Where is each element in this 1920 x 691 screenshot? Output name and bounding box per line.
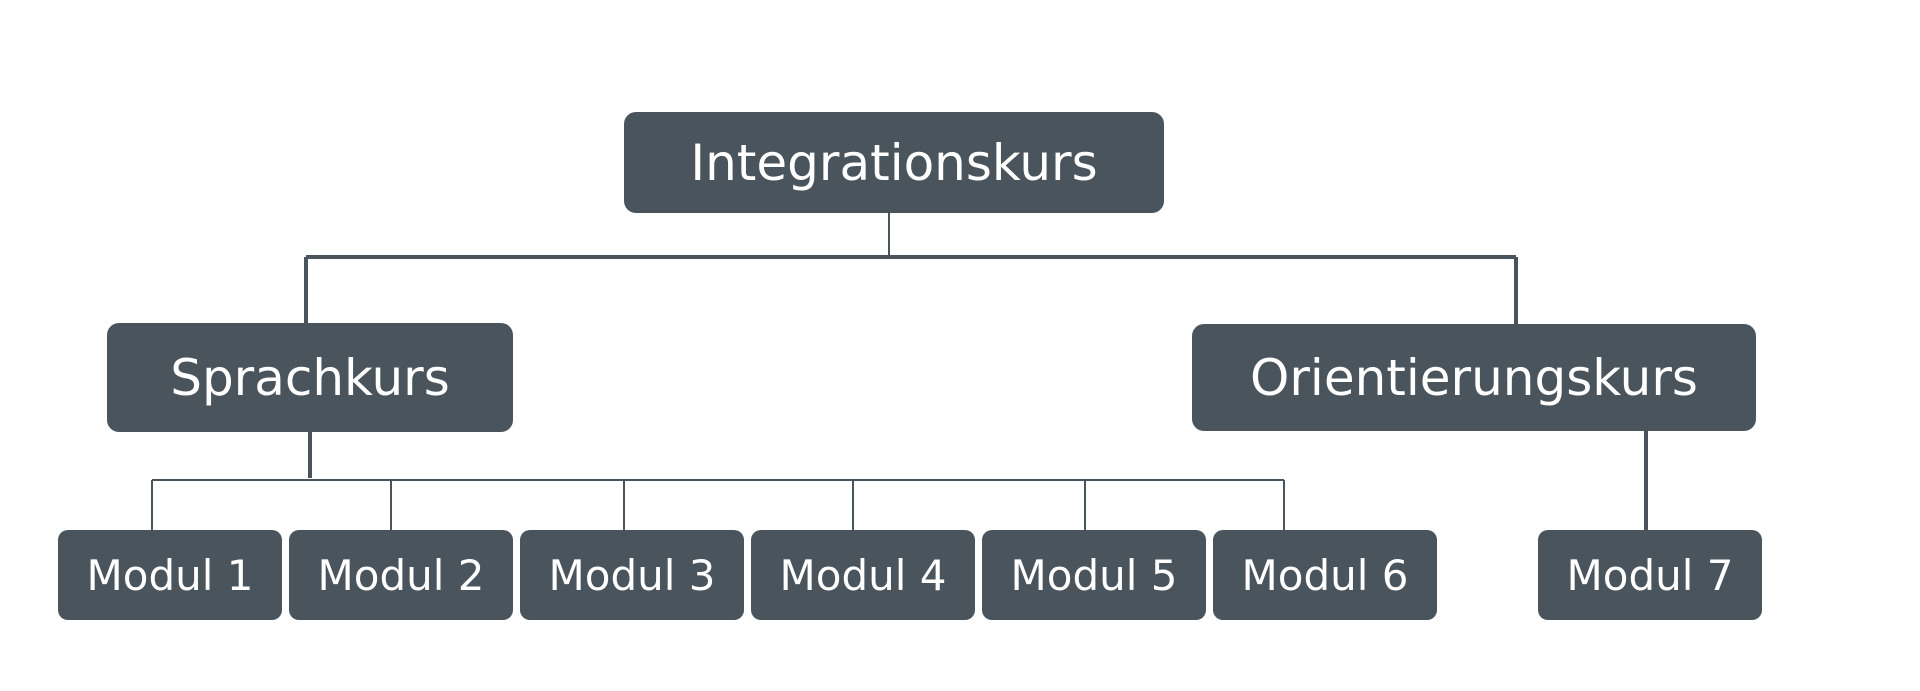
- node-modul-2: Modul 2: [289, 530, 513, 620]
- node-label: Modul 7: [1566, 550, 1734, 600]
- node-modul-6: Modul 6: [1213, 530, 1437, 620]
- node-label: Modul 2: [317, 550, 485, 600]
- node-orientierungskurs: Orientierungskurs: [1192, 324, 1756, 431]
- node-label: Modul 1: [86, 550, 254, 600]
- node-integrationskurs: Integrationskurs: [624, 112, 1164, 213]
- node-modul-1: Modul 1: [58, 530, 282, 620]
- node-label: Integrationskurs: [690, 133, 1098, 192]
- node-label: Sprachkurs: [170, 348, 450, 407]
- node-label: Modul 4: [779, 550, 947, 600]
- node-label: Modul 6: [1241, 550, 1409, 600]
- node-label: Modul 5: [1010, 550, 1178, 600]
- node-modul-3: Modul 3: [520, 530, 744, 620]
- node-label: Modul 3: [548, 550, 716, 600]
- node-modul-7: Modul 7: [1538, 530, 1762, 620]
- node-modul-5: Modul 5: [982, 530, 1206, 620]
- node-label: Orientierungskurs: [1250, 348, 1698, 407]
- node-modul-4: Modul 4: [751, 530, 975, 620]
- node-sprachkurs: Sprachkurs: [107, 323, 513, 432]
